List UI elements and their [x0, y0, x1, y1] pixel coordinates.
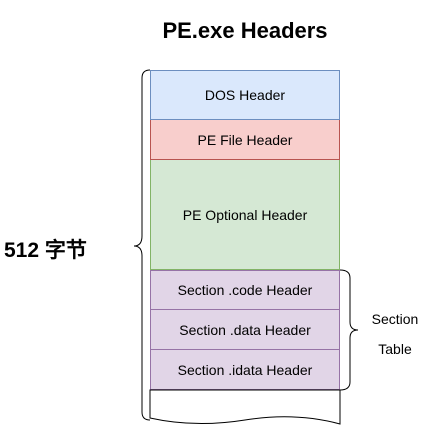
left-brace	[133, 69, 151, 421]
right-brace	[339, 269, 359, 391]
pe-file-header-block: PE File Header	[150, 120, 340, 160]
section-data-header-block: Section .data Header	[150, 310, 340, 350]
size-label: 512 字节	[4, 239, 87, 262]
section-data-header-label: Section .data Header	[179, 321, 311, 338]
section-idata-header-label: Section .idata Header	[177, 361, 313, 378]
diagram-title: PE.exe Headers	[162, 18, 328, 43]
remaining-block-shape	[149, 389, 341, 425]
section-table-label-line1: Section	[371, 311, 419, 327]
section-idata-header-block: Section .idata Header	[150, 350, 340, 390]
pe-optional-header-block: PE Optional Header	[150, 160, 340, 270]
pe-file-header-label: PE File Header	[197, 131, 293, 148]
dos-header-block: DOS Header	[150, 70, 340, 120]
section-table-label-line2: Table	[378, 341, 412, 357]
section-code-header-label: Section .code Header	[177, 282, 313, 298]
pe-optional-header-label: PE Optional Header	[182, 206, 308, 223]
section-code-header-block: Section .code Header	[150, 270, 340, 310]
dos-header-label: DOS Header	[204, 87, 286, 103]
